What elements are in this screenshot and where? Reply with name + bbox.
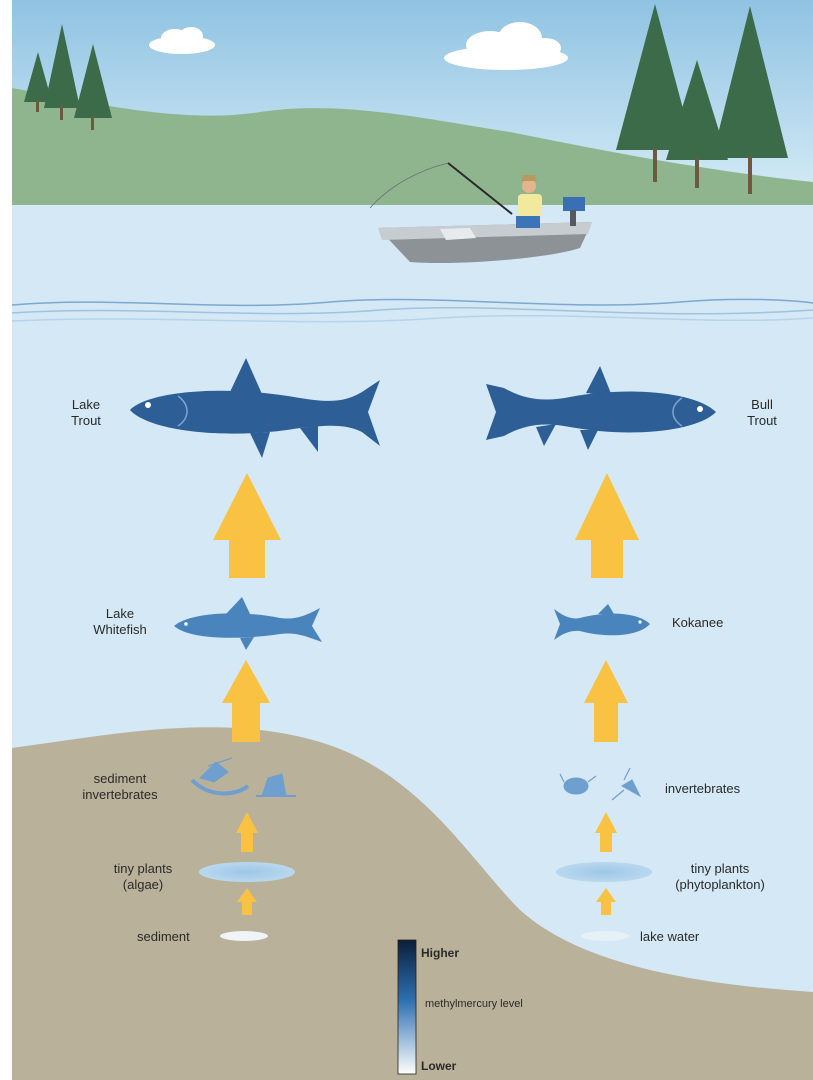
algae-icon <box>199 862 295 882</box>
lake-trout-label: Lake Trout <box>64 397 108 429</box>
bull-trout-label: Bull Trout <box>740 397 784 429</box>
phytoplankton-icon <box>556 862 652 882</box>
phytoplankton-label: tiny plants (phytoplankton) <box>654 861 786 893</box>
sediment-invertebrates-label: sediment invertebrates <box>64 771 176 803</box>
legend-high-label: Higher <box>421 947 459 960</box>
sediment-icon <box>220 931 268 941</box>
algae-label: tiny plants (algae) <box>98 861 188 893</box>
lake-water-icon <box>581 931 629 941</box>
invertebrates-label: invertebrates <box>665 781 740 797</box>
sediment-label: sediment <box>137 929 190 945</box>
kokanee-label: Kokanee <box>672 615 723 631</box>
legend-title: methylmercury level <box>425 998 525 1011</box>
lake-whitefish-label: Lake Whitefish <box>80 606 160 638</box>
legend-low-label: Lower <box>421 1060 456 1073</box>
lake-water-label: lake water <box>640 929 699 945</box>
methylmercury-legend-bar <box>398 940 416 1074</box>
